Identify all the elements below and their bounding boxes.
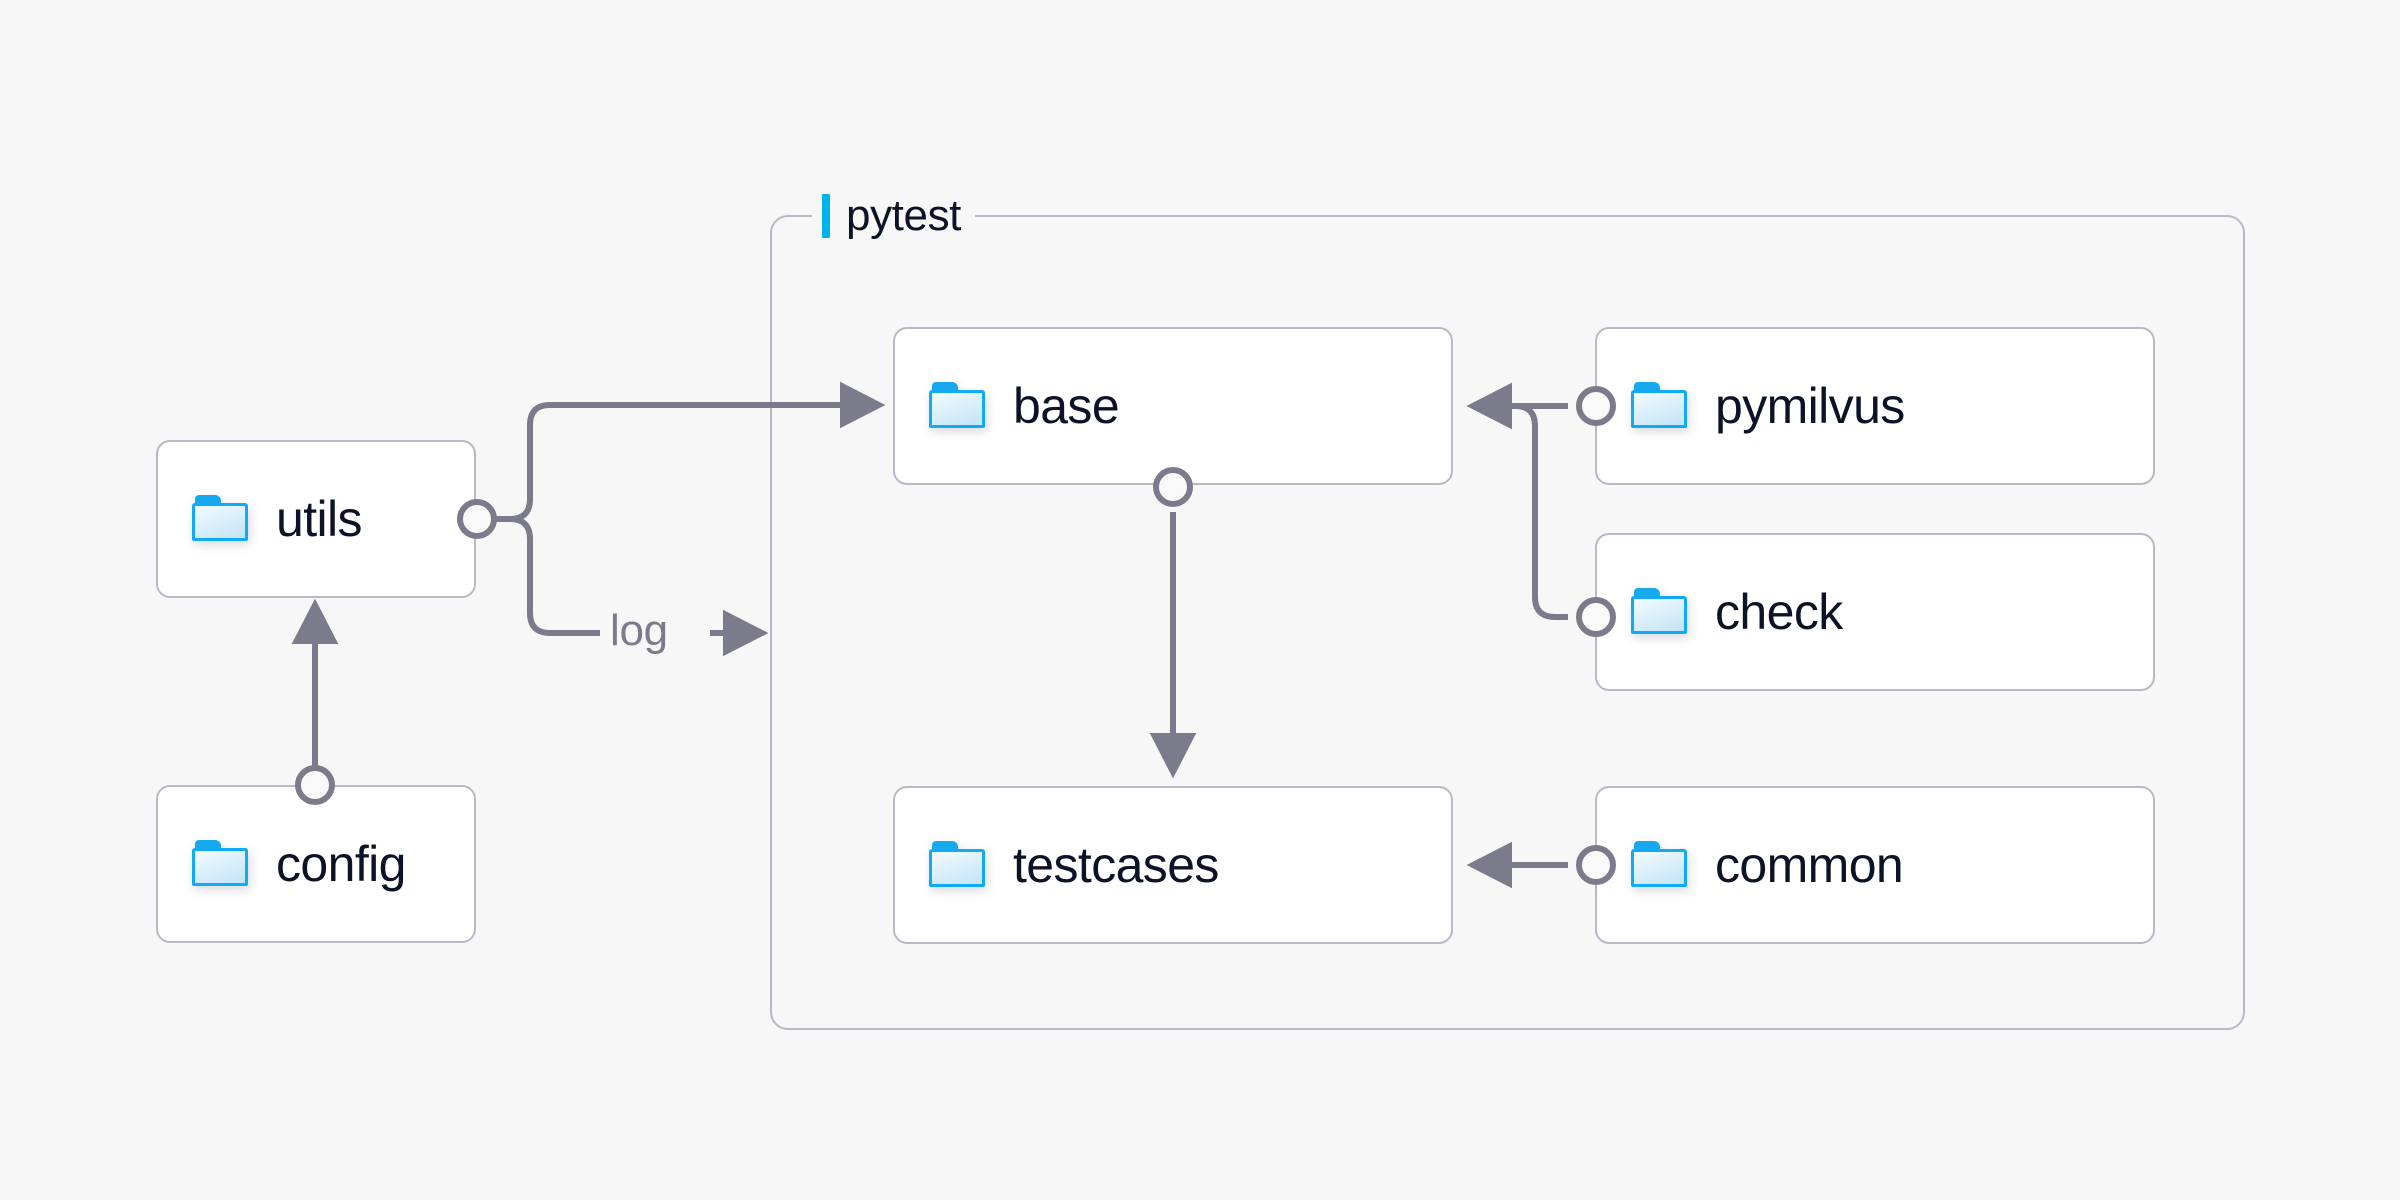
node-config[interactable]: config [156,785,476,943]
node-label-config: config [276,836,406,892]
node-label-pymilvus: pymilvus [1715,378,1905,434]
node-label-common: common [1715,837,1904,893]
group-accent-bar-icon [822,194,830,238]
node-check[interactable]: check [1595,533,2155,691]
group-label-pytest: pytest [812,190,975,242]
folder-icon [1631,588,1689,636]
group-label-text: pytest [846,191,961,240]
node-label-base: base [1013,378,1120,434]
node-testcases[interactable]: testcases [893,786,1453,944]
folder-icon [192,495,250,543]
folder-icon [1631,382,1689,430]
node-pymilvus[interactable]: pymilvus [1595,327,2155,485]
folder-icon [929,382,987,430]
edge-utils-to-pytest-log [477,516,600,636]
folder-icon [929,841,987,889]
edge-label-log: log [600,609,678,653]
folder-icon [1631,841,1689,889]
node-label-utils: utils [276,491,363,547]
node-utils[interactable]: utils [156,440,476,598]
node-base[interactable]: base [893,327,1453,485]
node-label-testcases: testcases [1013,837,1219,893]
group-container-pytest [770,215,2245,1030]
node-common[interactable]: common [1595,786,2155,944]
folder-icon [192,840,250,888]
node-label-check: check [1715,584,1843,640]
